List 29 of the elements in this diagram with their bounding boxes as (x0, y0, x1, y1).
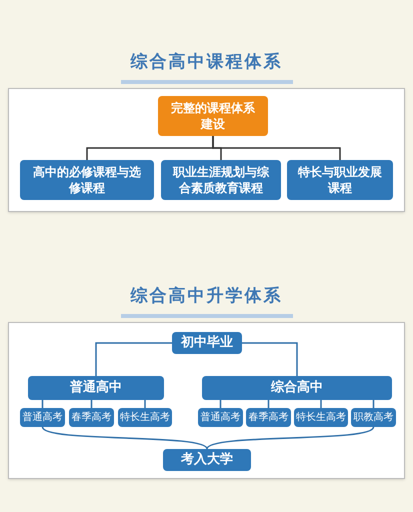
process-box: 完整的课程体系建设 (158, 96, 268, 136)
process-box: 职业生涯规划与综合素质教育课程 (161, 160, 281, 200)
connector-line (372, 400, 374, 408)
section-heading: 综合高中升学体系 (130, 285, 282, 308)
process-box: 初中毕业 (172, 332, 242, 354)
connector-line (95, 342, 172, 376)
connector-line (268, 400, 270, 408)
connector-line (242, 342, 298, 376)
process-box: 高中的必修课程与选修课程 (20, 160, 154, 200)
connector-line (320, 400, 322, 408)
process-box: 普通高中 (28, 376, 164, 400)
process-box: 普通高考 (20, 408, 65, 427)
connector-line (206, 426, 374, 450)
connector-line (212, 136, 341, 160)
connector-line (144, 400, 146, 408)
process-box: 特长生高考 (118, 408, 172, 427)
process-box: 春季高考 (246, 408, 291, 427)
process-box: 特长生高考 (294, 408, 348, 427)
connector-line (42, 426, 208, 450)
process-box: 普通高考 (198, 408, 243, 427)
section-heading: 综合高中课程体系 (130, 51, 282, 74)
process-box: 特长与职业发展课程 (287, 160, 393, 200)
connector-line (220, 400, 222, 408)
process-box: 考入大学 (163, 449, 251, 471)
connector-line (42, 400, 44, 408)
connector-line (90, 400, 92, 408)
process-box: 春季高考 (69, 408, 114, 427)
process-box: 综合高中 (202, 376, 392, 400)
process-box: 职教高考 (351, 408, 396, 427)
